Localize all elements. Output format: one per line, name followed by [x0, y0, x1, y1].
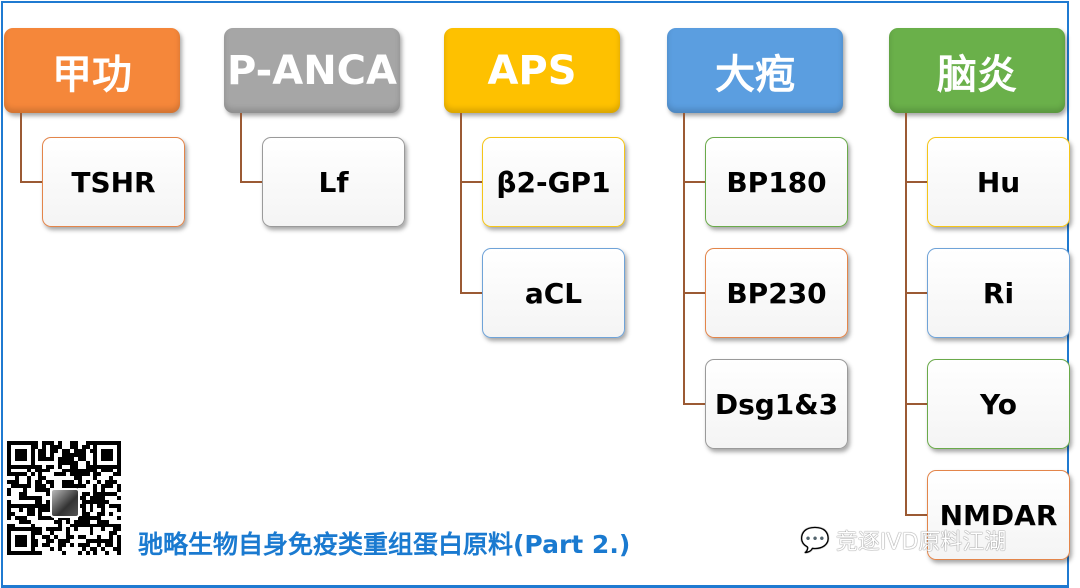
antigen-node: NMDAR: [927, 470, 1070, 560]
antigen-node: Hu: [927, 137, 1070, 227]
connector-line: [20, 181, 42, 183]
connector-line: [905, 514, 927, 516]
qr-logo-image: [50, 488, 80, 518]
qr-code: [7, 441, 121, 555]
antigen-node: Dsg1&3: [705, 359, 848, 449]
caption: 驰略生物自身免疫类重组蛋白原料(Part 2.): [138, 530, 631, 559]
connector-line: [905, 292, 927, 294]
category-header: APS: [444, 28, 620, 113]
antigen-node: TSHR: [42, 137, 185, 227]
antigen-node: BP180: [705, 137, 848, 227]
connector-line: [905, 181, 927, 183]
category-header: 大疱: [667, 28, 843, 113]
connector-line: [683, 181, 705, 183]
watermark: 💬 竞逐IVD原料江湖: [800, 524, 1006, 556]
connector-line: [460, 181, 482, 183]
antigen-node: Ri: [927, 248, 1070, 338]
connector-line: [20, 113, 22, 182]
connector-line: [460, 292, 482, 294]
antigen-node: β2-GP1: [482, 137, 625, 227]
connector-line: [905, 113, 907, 515]
antigen-node: aCL: [482, 248, 625, 338]
category-header: 脑炎: [889, 28, 1065, 113]
category-header: P-ANCA: [224, 28, 400, 113]
connector-line: [240, 181, 262, 183]
connector-line: [683, 292, 705, 294]
category-header: 甲功: [4, 28, 180, 113]
connector-line: [460, 113, 462, 293]
antigen-node: Lf: [262, 137, 405, 227]
antigen-node: Yo: [927, 359, 1070, 449]
connector-line: [240, 113, 242, 182]
connector-line: [683, 113, 685, 404]
watermark-text: 竞逐IVD原料江湖: [835, 530, 1007, 555]
connector-line: [683, 403, 705, 405]
antigen-node: BP230: [705, 248, 848, 338]
connector-line: [905, 403, 927, 405]
wechat-icon: 💬: [800, 526, 830, 554]
